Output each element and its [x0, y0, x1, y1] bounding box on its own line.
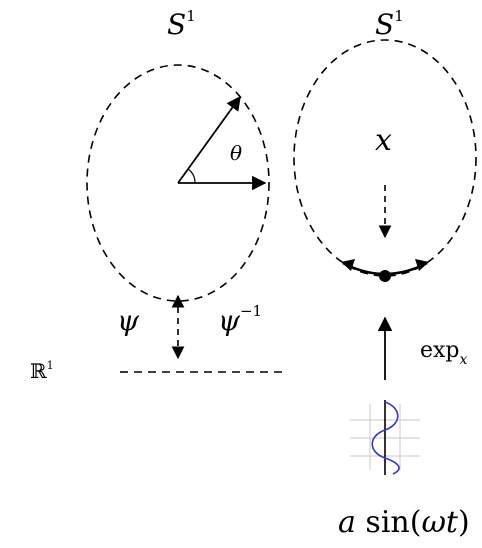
tangent-arc-arrow-left	[341, 259, 355, 271]
right-manifold-letter: S	[375, 8, 394, 41]
left-manifold-letter: S	[167, 8, 186, 41]
chart-inverse-letter: ψ	[218, 304, 241, 337]
signal-amplitude: a	[338, 505, 356, 540]
tangent-arc-arrow-right	[415, 259, 429, 271]
exp-map-label: expx	[420, 338, 468, 368]
real-line-superscript: 1	[47, 359, 54, 372]
sine-wave-thumbnail	[350, 400, 420, 475]
signal-label: a sin(ωt)	[338, 505, 470, 540]
point-label: x	[375, 123, 392, 158]
chart-label: ψ	[117, 304, 140, 337]
right-manifold-label: S1	[375, 7, 404, 41]
sine-wave-curve	[371, 401, 400, 475]
base-point-dot	[379, 270, 391, 282]
chart-inverse-superscript: −1	[240, 302, 262, 320]
signal-argument: ωt	[421, 505, 458, 540]
chart-inverse-label: ψ−1	[218, 302, 262, 337]
exp-map-text: exp	[420, 338, 460, 363]
real-line-label: ℝ1	[30, 359, 54, 383]
right-circle	[293, 39, 477, 277]
real-line-letter: ℝ	[30, 359, 47, 383]
left-manifold-label: S1	[167, 7, 196, 41]
signal-function: sin(	[356, 505, 422, 540]
angle-arc	[187, 168, 196, 184]
left-circle	[86, 64, 270, 302]
exp-map-subscript: x	[460, 352, 468, 368]
angle-label: θ	[230, 141, 242, 165]
radius-arrow-angled	[177, 95, 241, 184]
signal-close-paren: )	[458, 505, 470, 540]
right-manifold-superscript: 1	[394, 7, 404, 25]
left-manifold-superscript: 1	[186, 7, 196, 25]
